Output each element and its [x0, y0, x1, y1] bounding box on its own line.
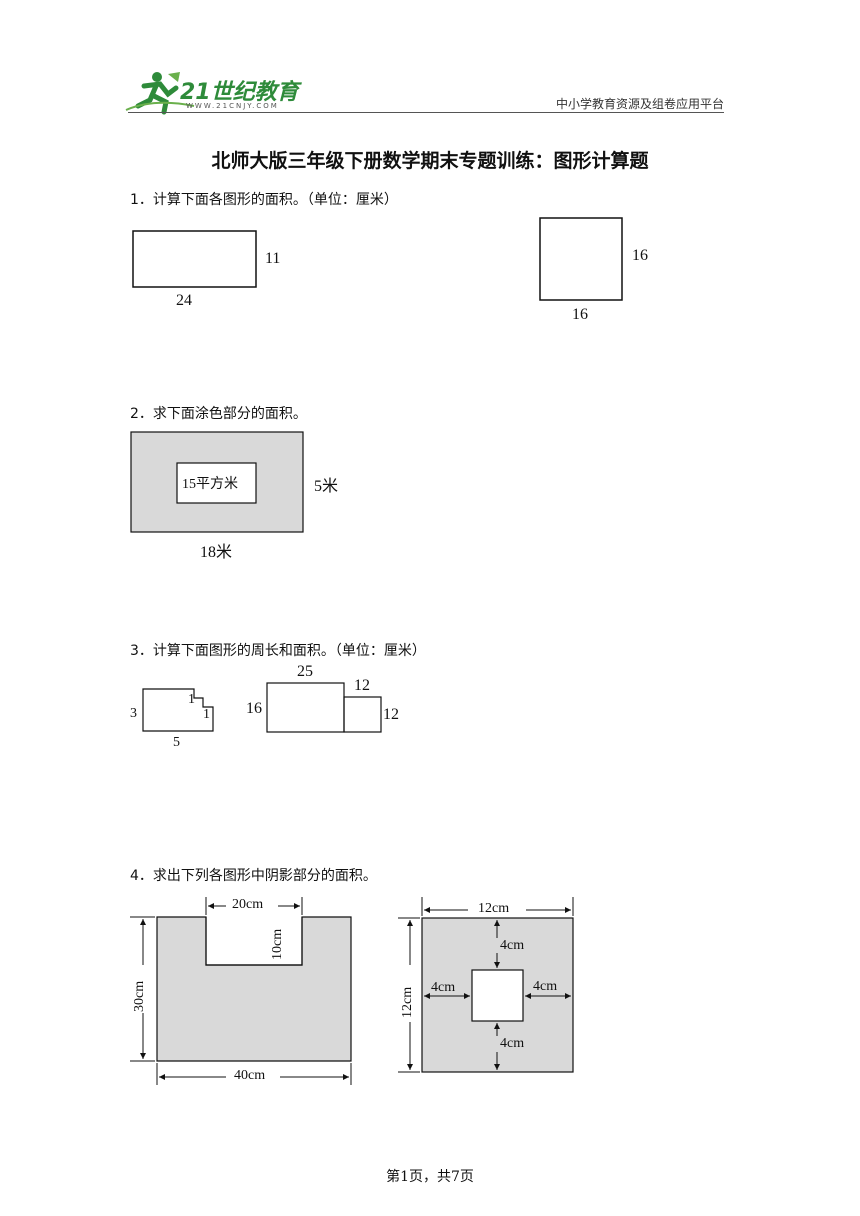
logo-url: WWW.21CNJY.COM	[186, 102, 279, 110]
question-3-text: 3．计算下面图形的周长和面积。（单位：厘米）	[130, 643, 426, 659]
q4-a-width-label: 40cm	[234, 1068, 266, 1083]
question-4-text: 4．求出下列各图形中阴影部分的面积。	[130, 868, 377, 884]
q4-shaded-a	[156, 916, 352, 1062]
q3-big-rect	[266, 682, 345, 733]
q4-inner-square	[471, 969, 524, 1022]
page-title: 北师大版三年级下册数学期末专题训练：图形计算题	[211, 150, 649, 172]
q1-square-width-label: 16	[572, 306, 588, 323]
q3-small-rect	[343, 696, 382, 733]
q2-inner-label: 15平方米	[182, 477, 238, 492]
header-platform-text: 中小学教育资源及组卷应用平台	[555, 97, 724, 111]
q3-b-small-top-label: 12	[354, 677, 370, 694]
q4-b-leftgap-label: 4cm	[431, 980, 456, 995]
runner-logo-icon	[125, 72, 195, 115]
q2-width-label: 18米	[200, 544, 233, 561]
q1-rect-width-label: 24	[176, 292, 192, 309]
q4-a-notch-height-label: 10cm	[270, 928, 285, 960]
q3-b-left-label: 16	[246, 700, 262, 717]
q2-height-label: 5米	[314, 478, 339, 495]
q2-inner-rect	[176, 462, 257, 504]
page-footer: 第1页，共7页	[386, 1169, 474, 1185]
q4-b-left-label: 12cm	[400, 986, 415, 1018]
q4-b-top-label: 12cm	[478, 901, 510, 916]
q4-a-notch-width-label: 20cm	[232, 897, 264, 912]
header-divider	[128, 112, 724, 113]
q4-b-up-label: 4cm	[500, 938, 525, 953]
q1-rectangle	[132, 230, 257, 288]
q1-square	[539, 217, 623, 301]
q4-b-down-label: 4cm	[500, 1036, 525, 1051]
q3-a-bottom-label: 5	[173, 735, 180, 750]
q3-figure-a	[142, 688, 214, 732]
logo-text: 21世纪教育	[180, 80, 299, 105]
q4-a-height-label: 30cm	[132, 980, 147, 1012]
q3-a-left-label: 3	[130, 706, 137, 721]
q3-b-small-right-label: 12	[383, 706, 399, 723]
q1-square-height-label: 16	[632, 247, 648, 264]
q3-b-top-label: 25	[297, 663, 313, 680]
question-2-text: 2．求下面涂色部分的面积。	[130, 406, 307, 422]
q4-b-rightgap-label: 4cm	[533, 979, 558, 994]
q1-rect-height-label: 11	[265, 250, 281, 267]
question-1-text: 1．计算下面各图形的面积。（单位：厘米）	[130, 192, 398, 208]
q3-a-notch-top-label: 1	[188, 692, 195, 707]
q3-a-notch-right-label: 1	[203, 707, 210, 722]
